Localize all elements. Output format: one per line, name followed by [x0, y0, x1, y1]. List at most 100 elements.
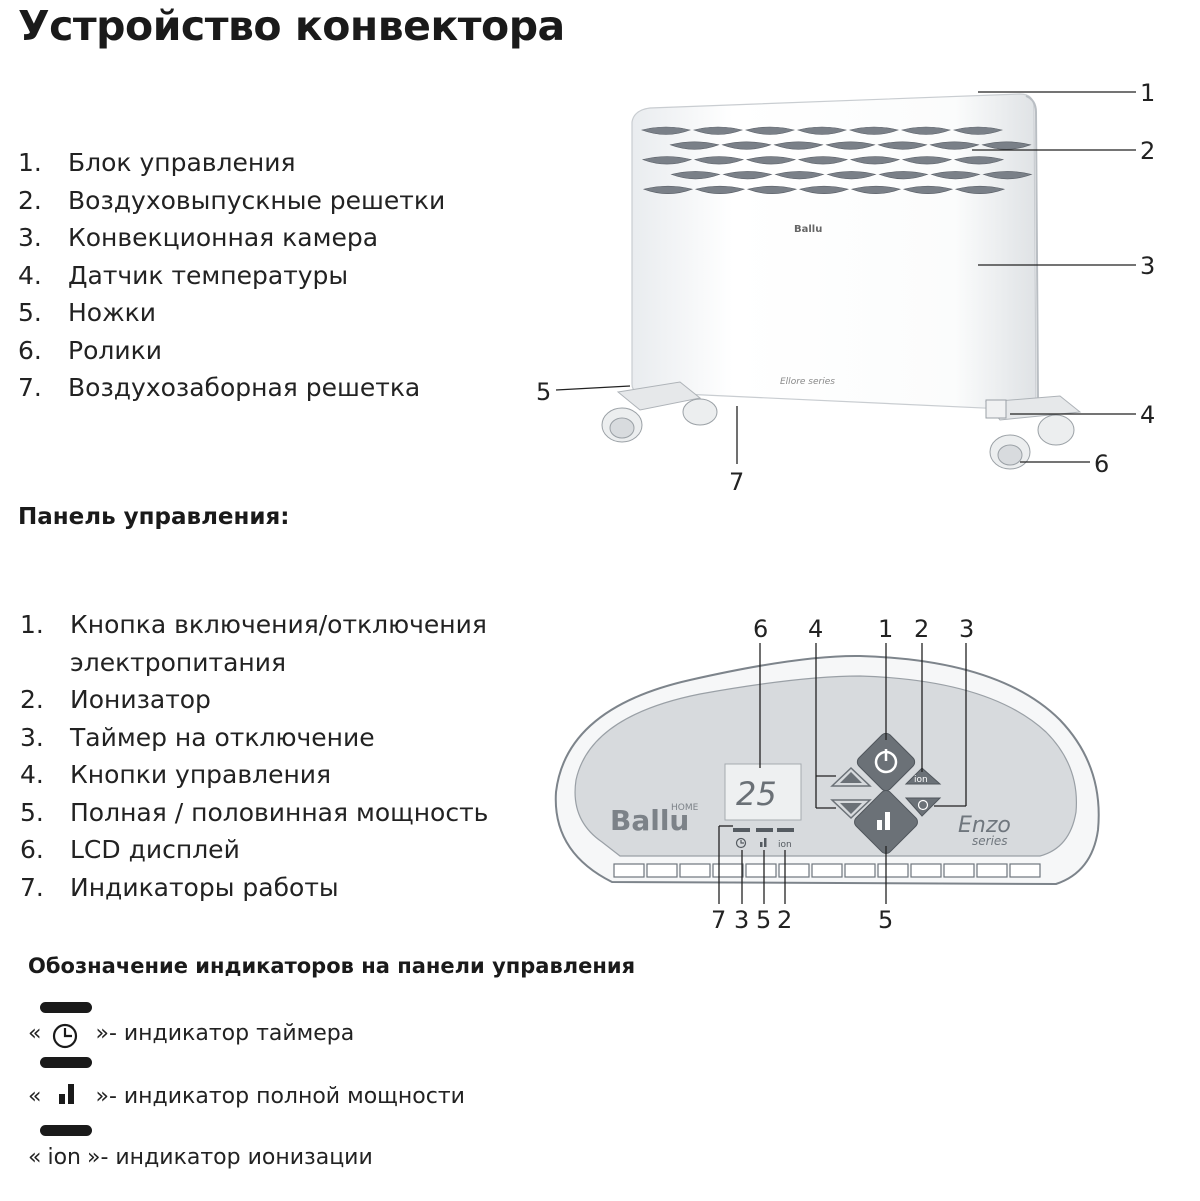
grille-slot	[849, 156, 901, 165]
grille-slot	[744, 126, 796, 135]
vent-slot	[1009, 863, 1041, 878]
vent-slot	[778, 863, 810, 878]
panel-brand-logo: Ballu	[610, 804, 689, 837]
svg-text:5: 5	[756, 906, 771, 934]
grille-slot	[954, 185, 1006, 194]
grille-slot	[721, 141, 772, 150]
panel-heading: Панель управления:	[18, 504, 290, 530]
vent-slot	[712, 863, 744, 878]
grille-slot	[746, 185, 798, 194]
svg-text:1: 1	[878, 615, 893, 643]
svg-text:2: 2	[777, 906, 792, 934]
page-title: Устройство конвектора	[18, 2, 565, 50]
panel-plate	[574, 675, 1078, 857]
grille-slot	[826, 171, 877, 180]
grille-slot	[694, 185, 746, 194]
grille-slot	[825, 141, 876, 150]
grille-slot	[930, 171, 981, 180]
heater-illustration: Ballu Ellore series 1 2 3 4 5 6 7	[536, 79, 1155, 496]
list-item: 2.Ионизатор	[20, 685, 211, 714]
grille-slot	[670, 171, 721, 180]
power-button[interactable]	[855, 731, 917, 793]
heater-body	[631, 93, 1037, 411]
ion-button[interactable]: ion	[904, 767, 942, 785]
ion-indicator-label: ion	[778, 840, 792, 850]
grille-slot	[773, 141, 824, 150]
list-item: 4.Кнопки управления	[20, 760, 332, 789]
list-item: 7.Индикаторы работы	[20, 872, 339, 902]
svg-text:2: 2	[914, 615, 929, 643]
vent-slot	[811, 863, 843, 878]
svg-text:5: 5	[878, 906, 893, 934]
grille-slot	[774, 171, 825, 180]
grille-slot	[640, 126, 692, 135]
power-level-button[interactable]	[852, 788, 920, 856]
grille-slot	[929, 141, 980, 150]
vent-slot	[877, 863, 909, 878]
chevron-up-icon	[840, 772, 862, 783]
heater-callout-numbers: 1 2 3 4 5 6 7	[536, 79, 1155, 496]
indicator-timer-row: « » - индикатор таймера	[28, 1016, 354, 1050]
grille-slot	[901, 156, 953, 165]
panel-callout-lines	[718, 643, 967, 904]
callout-7: 7	[729, 468, 744, 496]
grille-slot	[669, 141, 720, 150]
panel-series-name: Enzo	[958, 813, 1011, 838]
timer-indicator-icon	[735, 837, 747, 849]
list-item: 5.Ножки	[18, 298, 156, 327]
vent-slot	[679, 863, 711, 878]
list-item: 6.Ролики	[18, 335, 162, 365]
timer-icon	[917, 799, 929, 811]
vent-slot	[844, 863, 876, 878]
panel-callout-numbers: 6 4 1 2 3 7 3 5 2 5	[711, 615, 974, 934]
vent-slot	[943, 863, 975, 878]
heater-feet	[616, 381, 1082, 421]
panel-brand-sup: HOME	[671, 803, 699, 813]
heater-wheels	[601, 398, 1075, 470]
list-item: 3.Таймер на отключение	[20, 722, 375, 752]
grille-slot	[642, 185, 694, 194]
ion-symbol: ion	[47, 1145, 81, 1170]
callout-2: 2	[1140, 137, 1155, 165]
indicator-bar	[40, 1057, 92, 1068]
grille-slot	[641, 156, 693, 165]
grille-slot	[850, 185, 902, 194]
power-indicator-icon	[760, 838, 767, 847]
list-item: 6.LCD дисплей	[20, 835, 240, 864]
timer-icon	[53, 1023, 78, 1049]
vent-slot	[745, 863, 777, 878]
panel-vent-grille	[613, 863, 1041, 878]
svg-text:4: 4	[808, 615, 823, 643]
grille-slot	[745, 156, 797, 165]
list-item: 7.Воздухозаборная решетка	[18, 373, 421, 402]
indicator-ion-row: « ion » - индикатор ионизации	[28, 1145, 373, 1170]
lcd-display-value: 25	[736, 775, 777, 813]
chevron-down-icon	[840, 803, 862, 814]
list-item: 4.Датчик температуры	[18, 260, 349, 290]
list-item: 1.Блок управления	[18, 148, 296, 177]
power-bars-icon	[877, 820, 882, 830]
up-button[interactable]	[830, 766, 872, 787]
svg-text:3: 3	[959, 615, 974, 643]
timer-button[interactable]	[904, 797, 942, 817]
indicators-heading: Обозначение индикаторов на панели управл…	[28, 954, 636, 978]
down-button[interactable]	[830, 799, 872, 820]
vent-slot	[646, 863, 678, 878]
grille-slot	[902, 185, 954, 194]
list-item: 2.Воздуховыпускные решетки	[18, 185, 446, 215]
vent-slot	[613, 863, 645, 878]
svg-text:6: 6	[753, 615, 768, 643]
grille-slot	[797, 156, 849, 165]
grille-slot	[877, 141, 928, 150]
indicator-bar	[40, 1002, 92, 1013]
grille-slot	[692, 126, 744, 135]
svg-text:ion: ion	[914, 775, 928, 785]
heater-callout-lines	[555, 91, 1136, 464]
grille-slot	[796, 126, 848, 135]
svg-text:3: 3	[734, 906, 749, 934]
panel-series-sub: series	[972, 834, 1008, 848]
grille-slot	[953, 156, 1005, 165]
indicator-power-row: « » - индикатор полной мощности	[28, 1080, 465, 1112]
